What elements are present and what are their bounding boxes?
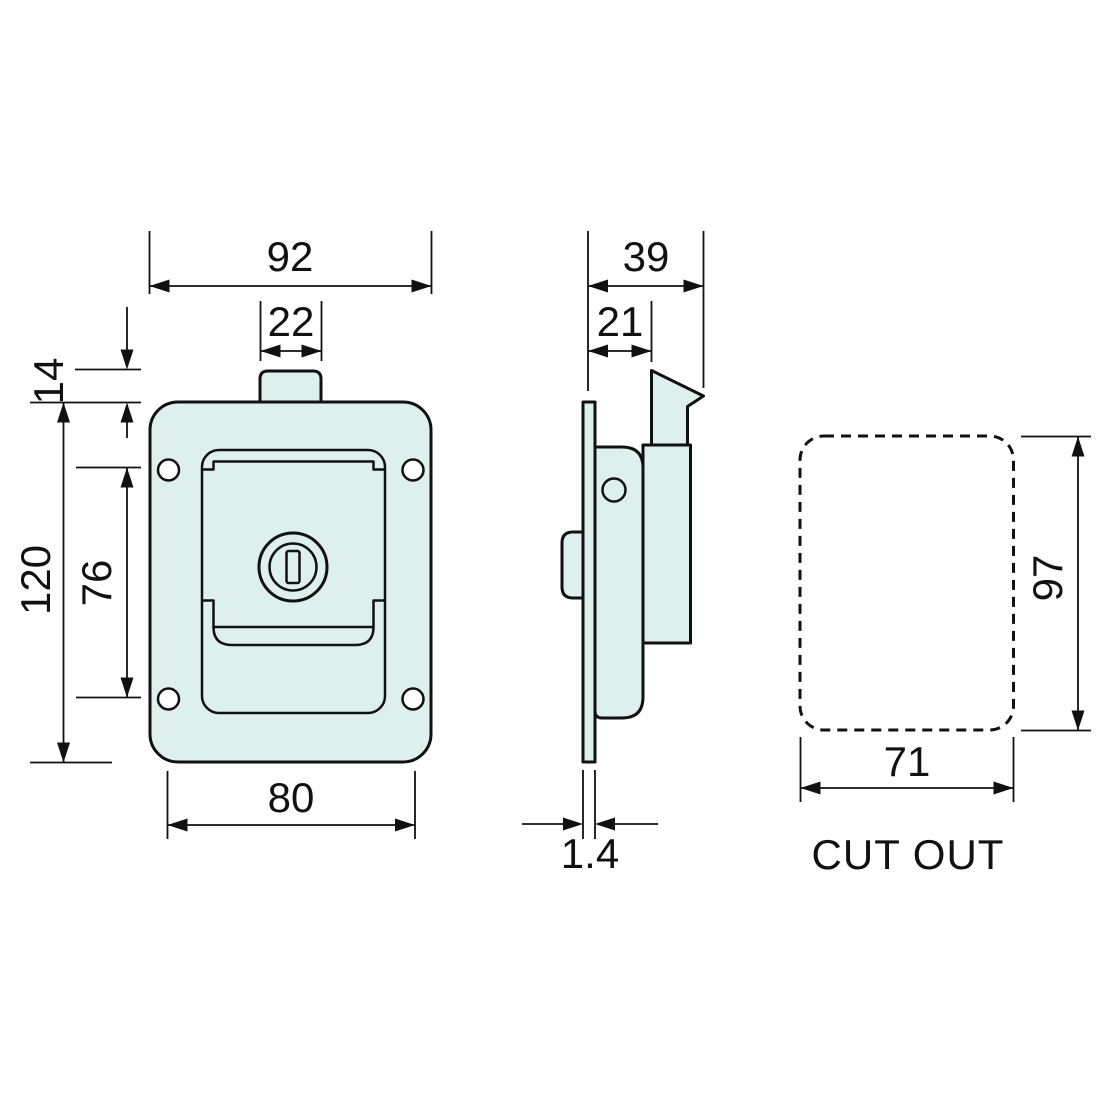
dim-front-overall-width: 92 (148, 231, 433, 294)
dim-front-overall-width-label: 92 (267, 233, 314, 280)
dim-front-tab-width-label: 22 (268, 298, 315, 345)
paddle-bottom-step (203, 599, 384, 629)
side-latch-pawl (641, 443, 692, 645)
dim-front-tab-width: 22 (259, 298, 323, 361)
dim-cutout-height-label: 97 (1024, 555, 1071, 602)
dim-side-panel-thickness: 1.4 (522, 770, 658, 877)
dim-cutout-width: 71 (799, 737, 1015, 802)
dim-front-tab-height-label: 14 (25, 358, 72, 405)
dim-front-hole-spacing-horizontal: 80 (166, 771, 416, 839)
cutout-outline (798, 434, 1015, 732)
cutout-caption: CUT OUT (812, 831, 1005, 878)
screw-hole-top-right (401, 458, 425, 482)
screw-hole-bottom-right (401, 687, 425, 711)
dim-side-panel-thickness-label: 1.4 (561, 830, 619, 877)
dim-side-body-depth-label: 21 (597, 298, 644, 345)
dim-front-overall-height: 120 (12, 402, 112, 764)
paddle-grip-dip (212, 626, 375, 647)
paddle-recess (200, 448, 387, 715)
key-slot (285, 549, 301, 585)
dim-front-hole-spacing-vertical: 76 (73, 466, 141, 699)
front-top-tab (258, 369, 323, 406)
dim-side-body-depth: 21 (588, 298, 653, 362)
key-cylinder-inner (268, 542, 318, 592)
screw-hole-top-left (156, 458, 181, 482)
side-paddle-bump (560, 530, 585, 600)
dim-front-tab-height: 14 (25, 307, 141, 438)
screw-hole-bottom-left (156, 687, 181, 711)
dim-front-hole-spacing-horizontal-label: 80 (268, 774, 315, 821)
front-view (148, 369, 433, 764)
dim-cutout-height: 97 (1021, 435, 1091, 732)
side-striker-hook (650, 369, 705, 447)
side-rivet-hole (601, 477, 627, 503)
dim-side-overall-depth: 39 (587, 231, 705, 391)
dim-front-hole-spacing-vertical-label: 76 (73, 560, 120, 607)
side-flange-plate (581, 400, 597, 764)
cutout-view (798, 434, 1015, 732)
dim-front-overall-height-label: 120 (12, 545, 59, 615)
dim-side-overall-depth-label: 39 (623, 233, 670, 280)
paddle-top-hem (203, 460, 384, 471)
side-view (560, 369, 705, 764)
dim-cutout-width-label: 71 (884, 738, 931, 785)
